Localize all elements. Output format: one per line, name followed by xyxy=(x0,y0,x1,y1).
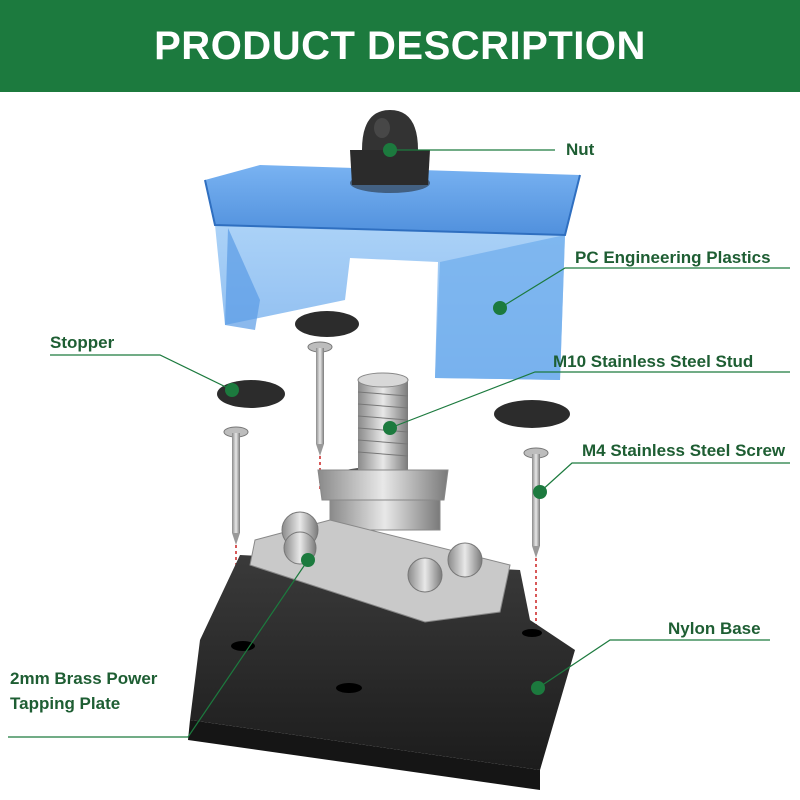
label-brass-plate-line1: 2mm Brass Power xyxy=(10,669,158,688)
label-nut: Nut xyxy=(566,140,595,159)
m10-stud xyxy=(317,372,449,531)
label-brass-plate-line2: Tapping Plate xyxy=(10,694,121,713)
pc-cover xyxy=(204,165,581,380)
label-nylon-base: Nylon Base xyxy=(668,619,761,638)
label-stopper: Stopper xyxy=(50,333,115,352)
cap-nut xyxy=(350,110,430,193)
label-pc-plastics: PC Engineering Plastics xyxy=(575,248,771,267)
header-banner: PRODUCT DESCRIPTION xyxy=(0,0,800,92)
leader-lines xyxy=(8,149,790,738)
page-title: PRODUCT DESCRIPTION xyxy=(154,23,646,68)
label-stud: M10 Stainless Steel Stud xyxy=(553,352,754,371)
leader-dots xyxy=(225,143,547,695)
label-screw: M4 Stainless Steel Screw xyxy=(582,441,786,460)
